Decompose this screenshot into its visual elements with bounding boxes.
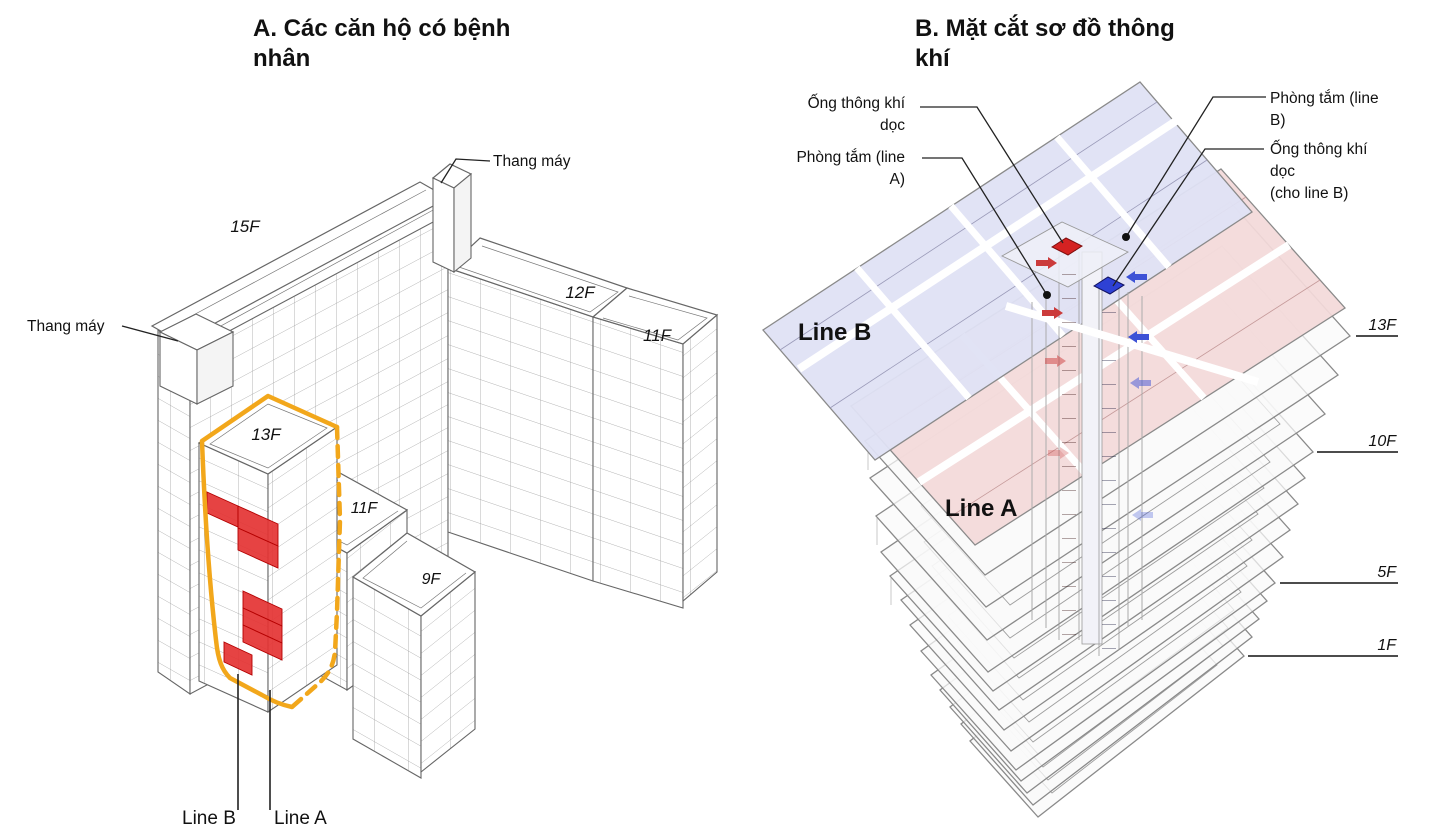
elevator-tower-left xyxy=(158,313,235,405)
elevator-right-side xyxy=(453,172,472,274)
red-arrow-icon xyxy=(1036,257,1057,269)
red-arrow-icon xyxy=(1045,355,1066,367)
label-bath-b-1: Phòng tắm (line xyxy=(1270,90,1379,107)
patient-cell xyxy=(223,641,253,676)
label-15f: 15F xyxy=(230,217,261,236)
blue-arrow-icon xyxy=(1126,271,1147,283)
leader-duct-a xyxy=(920,106,1064,244)
label-13f-b: 13F xyxy=(1368,317,1397,334)
label-11f-right: 11F xyxy=(643,326,673,345)
patient-cell xyxy=(237,527,279,569)
red-arrow-icon xyxy=(1048,447,1069,459)
wing-face-12f xyxy=(447,267,594,582)
leader-bath-a xyxy=(922,157,1048,296)
patient-cells xyxy=(206,491,283,676)
highlight-outline-solid xyxy=(199,393,340,710)
annotation-leaders xyxy=(920,96,1266,299)
blue-arrow-icon xyxy=(1130,377,1151,389)
roof-9f xyxy=(351,532,477,617)
line-callout-rules xyxy=(237,674,271,810)
elevator-right-label: Thang máy xyxy=(493,153,571,170)
corridor-wall xyxy=(1004,302,1260,386)
elevator-right-leader xyxy=(440,158,491,184)
label-5f-b: 5F xyxy=(1377,564,1397,581)
elevator-left-side xyxy=(196,331,234,405)
label-bath-b-2: B) xyxy=(1270,112,1286,129)
panel-a-title-1: A. Các căn hộ có bệnh xyxy=(253,15,510,42)
elevator-right-front xyxy=(432,177,455,273)
label-duct-b-3: (cho line B) xyxy=(1270,185,1348,202)
label-10f-b: 10F xyxy=(1368,433,1397,450)
building-b: Line A Line B xyxy=(762,81,1398,818)
red-arrow-icon xyxy=(1042,307,1063,319)
label-12f: 12F xyxy=(565,283,596,302)
airflow-arrows-blue xyxy=(1126,271,1153,521)
building-a: Thang máy Thang máy 15F 12F 11F 13F 11 xyxy=(27,153,719,828)
label-line-b-b: Line B xyxy=(798,319,871,346)
wing-end-face xyxy=(682,313,718,603)
label-bath-a-1: Phòng tắm (line xyxy=(796,149,905,166)
vent-shaft xyxy=(1001,221,1260,658)
wing-face-11f xyxy=(592,316,684,609)
elevator-tower-right xyxy=(431,163,473,274)
elevator-left-label: Thang máy xyxy=(27,318,105,335)
patient-cell xyxy=(242,624,283,661)
leader-dot xyxy=(1122,233,1130,241)
line-b-floor: Line B xyxy=(762,81,1253,461)
highlight-outline-dashed xyxy=(289,424,343,710)
label-duct-b-2: dọc xyxy=(1270,163,1295,180)
label-duct-b-1: Ống thông khí xyxy=(1270,140,1368,158)
elevator-left-leader xyxy=(121,325,179,342)
panel-b-title-2: khí xyxy=(915,45,951,72)
panel-b-title-1: B. Mặt cắt sơ đồ thông xyxy=(915,14,1175,42)
floor-reference-lines xyxy=(1248,335,1398,657)
blue-arrow-icon xyxy=(1132,509,1153,521)
tower-right-face xyxy=(267,425,338,714)
label-1f-b: 1F xyxy=(1377,637,1397,654)
blue-arrow-icon xyxy=(1128,331,1149,343)
step-block-9f: 9F xyxy=(351,532,477,779)
roof-11f-right xyxy=(591,287,719,345)
leader-dot xyxy=(1043,291,1051,299)
label-bath-a-2: A) xyxy=(890,171,906,188)
label-9f: 9F xyxy=(422,571,442,588)
leader-duct-b xyxy=(1112,148,1264,287)
right-wing xyxy=(446,237,719,609)
leader-bath-b xyxy=(1125,96,1266,238)
airflow-arrows-red xyxy=(1036,257,1069,459)
label-line-b-a: Line B xyxy=(182,808,236,828)
label-duct-a-1: Ống thông khí xyxy=(808,94,906,112)
panel-a-title-2: nhân xyxy=(253,45,310,72)
label-13f: 13F xyxy=(251,425,282,444)
label-line-a-b: Line A xyxy=(945,495,1017,522)
label-duct-a-2: dọc xyxy=(880,117,905,134)
label-line-a-a: Line A xyxy=(274,808,327,828)
label-11f-step: 11F xyxy=(351,500,379,517)
